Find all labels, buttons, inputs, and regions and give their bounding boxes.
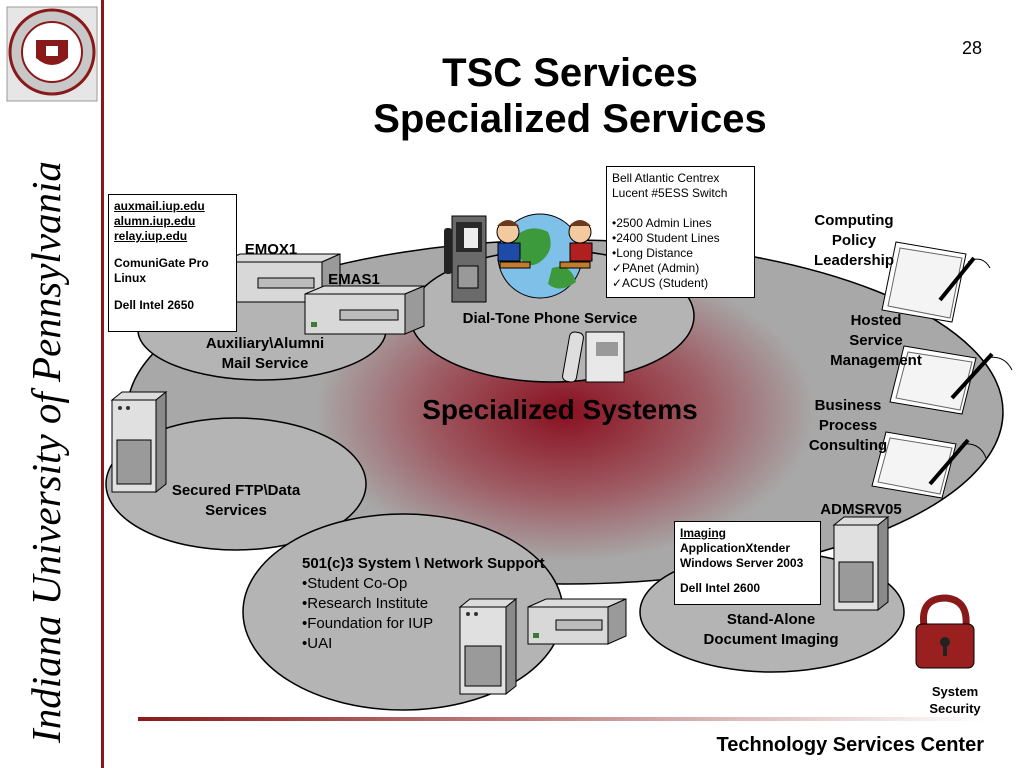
computing-line-3: Leadership — [813, 252, 895, 269]
globe-people-icon — [496, 213, 593, 299]
pledge-document-icon-2 — [889, 345, 1013, 415]
admsrv05-tower-icon — [832, 515, 890, 612]
computing-line-2: Policy — [831, 232, 877, 249]
slide-title: TSC Services Specialized Services — [240, 50, 900, 142]
phone-item: ✓PAnet (Admin) — [612, 261, 700, 275]
hosted-line-3: Management — [830, 352, 922, 369]
admsrv05-label: ADMSRV05 — [820, 501, 902, 518]
mail-host-auxmail: auxmail.iup.edu — [114, 199, 205, 213]
support-service-content: 501(c)3 System \ Network Support •Studen… — [302, 554, 592, 654]
footer-rule — [138, 717, 988, 721]
mail-service-line-1: Auxiliary\Alumni — [205, 335, 325, 352]
mail-server-info-box: auxmail.iup.edu alumn.iup.edu relay.iup.… — [108, 194, 237, 332]
cordless-phone-icon — [562, 331, 625, 383]
phone-service-label: Dial-Tone Phone Service — [462, 310, 638, 327]
computing-line-1: Computing — [814, 212, 894, 229]
hosted-line-1: Hosted — [850, 312, 902, 329]
support-item: •Foundation for IUP — [302, 615, 434, 632]
phone-switch: Lucent #5ESS Switch — [612, 186, 728, 200]
mail-host-relay: relay.iup.edu — [114, 229, 188, 243]
imaging-hardware: Dell Intel 2600 — [680, 581, 761, 595]
hosted-service-label: Hosted Service Management — [818, 311, 934, 371]
business-line-3: Consulting — [808, 437, 888, 454]
phone-item: •2500 Admin Lines — [612, 216, 712, 230]
mail-os: Linux — [114, 271, 146, 285]
mail-service-label: Auxiliary\Alumni Mail Service — [180, 334, 350, 374]
mail-service-line-2: Mail Service — [221, 355, 309, 372]
emas1-server-icon — [304, 285, 425, 335]
imaging-info-box: Imaging ApplicationXtender Windows Serve… — [674, 521, 821, 605]
ftp-service-line-2: Services — [205, 502, 267, 519]
computing-policy-label: Computing Policy Leadership — [800, 211, 908, 271]
imaging-os: Windows Server 2003 — [680, 556, 804, 570]
emox1-label: EMOX1 — [244, 241, 298, 258]
phone-provider: Bell Atlantic Centrex — [612, 171, 720, 185]
business-line-2: Process — [818, 417, 878, 434]
support-tower-icon — [458, 597, 518, 696]
pledge-document-icon-1 — [881, 241, 991, 323]
mail-host-alumn: alumn.iup.edu — [114, 214, 196, 228]
support-item: •UAI — [302, 635, 333, 652]
phone-system-info-box: Bell Atlantic Centrex Lucent #5ESS Switc… — [606, 166, 755, 298]
security-lock-icon — [915, 594, 975, 669]
slide-number: 28 — [961, 38, 982, 58]
pledge-document-icon-3 — [871, 431, 987, 499]
phone-item: ✓ACUS (Student) — [612, 276, 709, 290]
pay-phone-icon — [444, 215, 487, 303]
business-line-1: Business — [814, 397, 882, 414]
support-service-title: 501(c)3 System \ Network Support — [302, 555, 545, 572]
business-process-label: Business Process Consulting — [794, 396, 902, 456]
imaging-service-label: Stand-Alone Document Imaging — [686, 610, 856, 650]
sidebar — [0, 0, 104, 768]
system-security-label: System Security — [914, 683, 996, 717]
support-item: •Student Co-Op — [302, 575, 408, 592]
support-desktop-server-icon — [527, 598, 627, 645]
university-seal — [6, 6, 98, 102]
ftp-tower-icon — [110, 390, 168, 494]
security-line-2: Security — [929, 701, 981, 716]
ftp-service-line-1: Secured FTP\Data — [171, 482, 301, 499]
ftp-bubble — [105, 417, 367, 551]
specialized-systems-label: Specialized Systems — [422, 394, 698, 425]
mail-software: ComuniGate Pro — [114, 256, 209, 270]
hosted-line-2: Service — [849, 332, 903, 349]
support-item: •Research Institute — [302, 595, 429, 612]
security-line-1: System — [931, 684, 979, 699]
footer-title: Technology Services Center — [716, 734, 985, 756]
imaging-title: Imaging — [680, 526, 727, 540]
imaging-service-line-2: Document Imaging — [703, 631, 839, 648]
ftp-service-label: Secured FTP\Data Services — [150, 481, 322, 521]
imaging-service-line-1: Stand-Alone — [726, 611, 816, 628]
phone-item: •Long Distance — [612, 246, 693, 260]
title-line-1: TSC Services — [442, 51, 698, 95]
phone-item: •2400 Student Lines — [612, 231, 720, 245]
imaging-software: ApplicationXtender — [680, 541, 791, 555]
mail-hardware: Dell Intel 2650 — [114, 298, 195, 312]
emas1-label: EMAS1 — [328, 271, 380, 288]
title-line-2: Specialized Services — [373, 97, 767, 141]
